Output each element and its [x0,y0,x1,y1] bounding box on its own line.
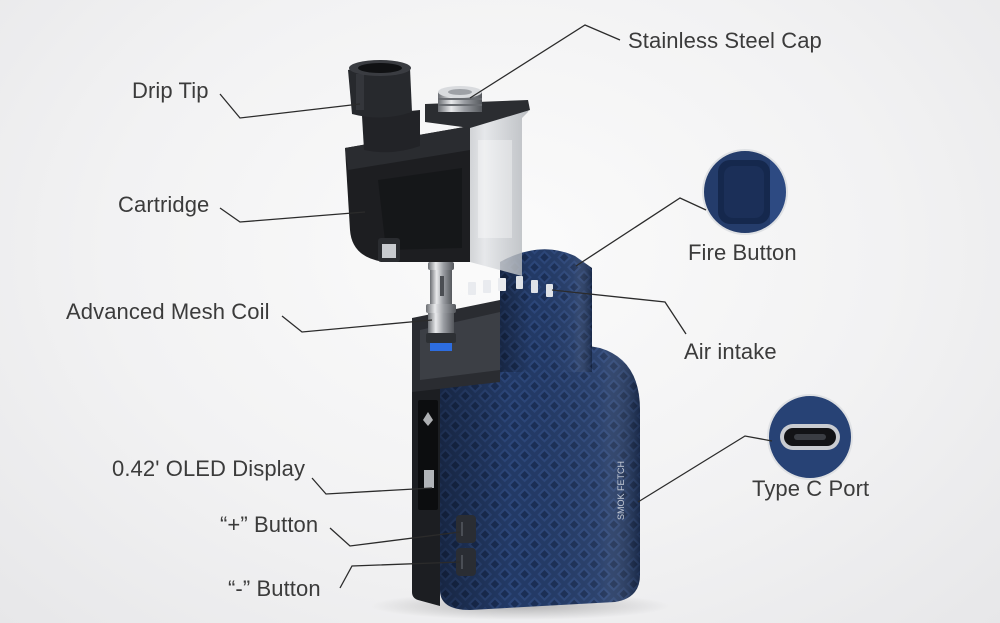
leader-type-c-port [637,435,773,503]
device-side-text: SMOK FETCH [616,461,626,520]
label-fire-button: Fire Button [688,240,797,265]
label-stainless-steel-cap: Stainless Steel Cap [628,28,822,53]
label-drip-tip: Drip Tip [132,78,209,103]
leader-fire-button [575,197,707,267]
label-cartridge: Cartridge [118,192,210,217]
leader-plus-button [329,527,461,547]
label-oled-display: 0.42' OLED Display [112,456,306,481]
label-air-intake: Air intake [684,339,777,364]
stainless-steel-cap [438,86,482,112]
label-minus-button: “-” Button [228,576,321,601]
drip-tip [348,60,420,153]
leader-drip-tip [219,93,361,119]
fire-button-inset [702,149,788,235]
leader-minus-button [339,561,461,589]
leader-oled-display [311,477,433,495]
leader-mesh-coil [281,315,433,333]
device-body [412,249,640,610]
leader-cartridge [219,207,366,223]
leader-lines [219,24,773,589]
label-mesh-coil: Advanced Mesh Coil [66,299,270,324]
type-c-port-inset [767,394,853,480]
cartridge-pod [345,100,530,276]
leader-stainless-cap [469,24,621,99]
label-plus-button: “+” Button [220,512,319,537]
label-type-c-port: Type C Port [752,476,870,501]
mesh-coil [426,262,456,351]
leader-air-intake [551,289,687,335]
